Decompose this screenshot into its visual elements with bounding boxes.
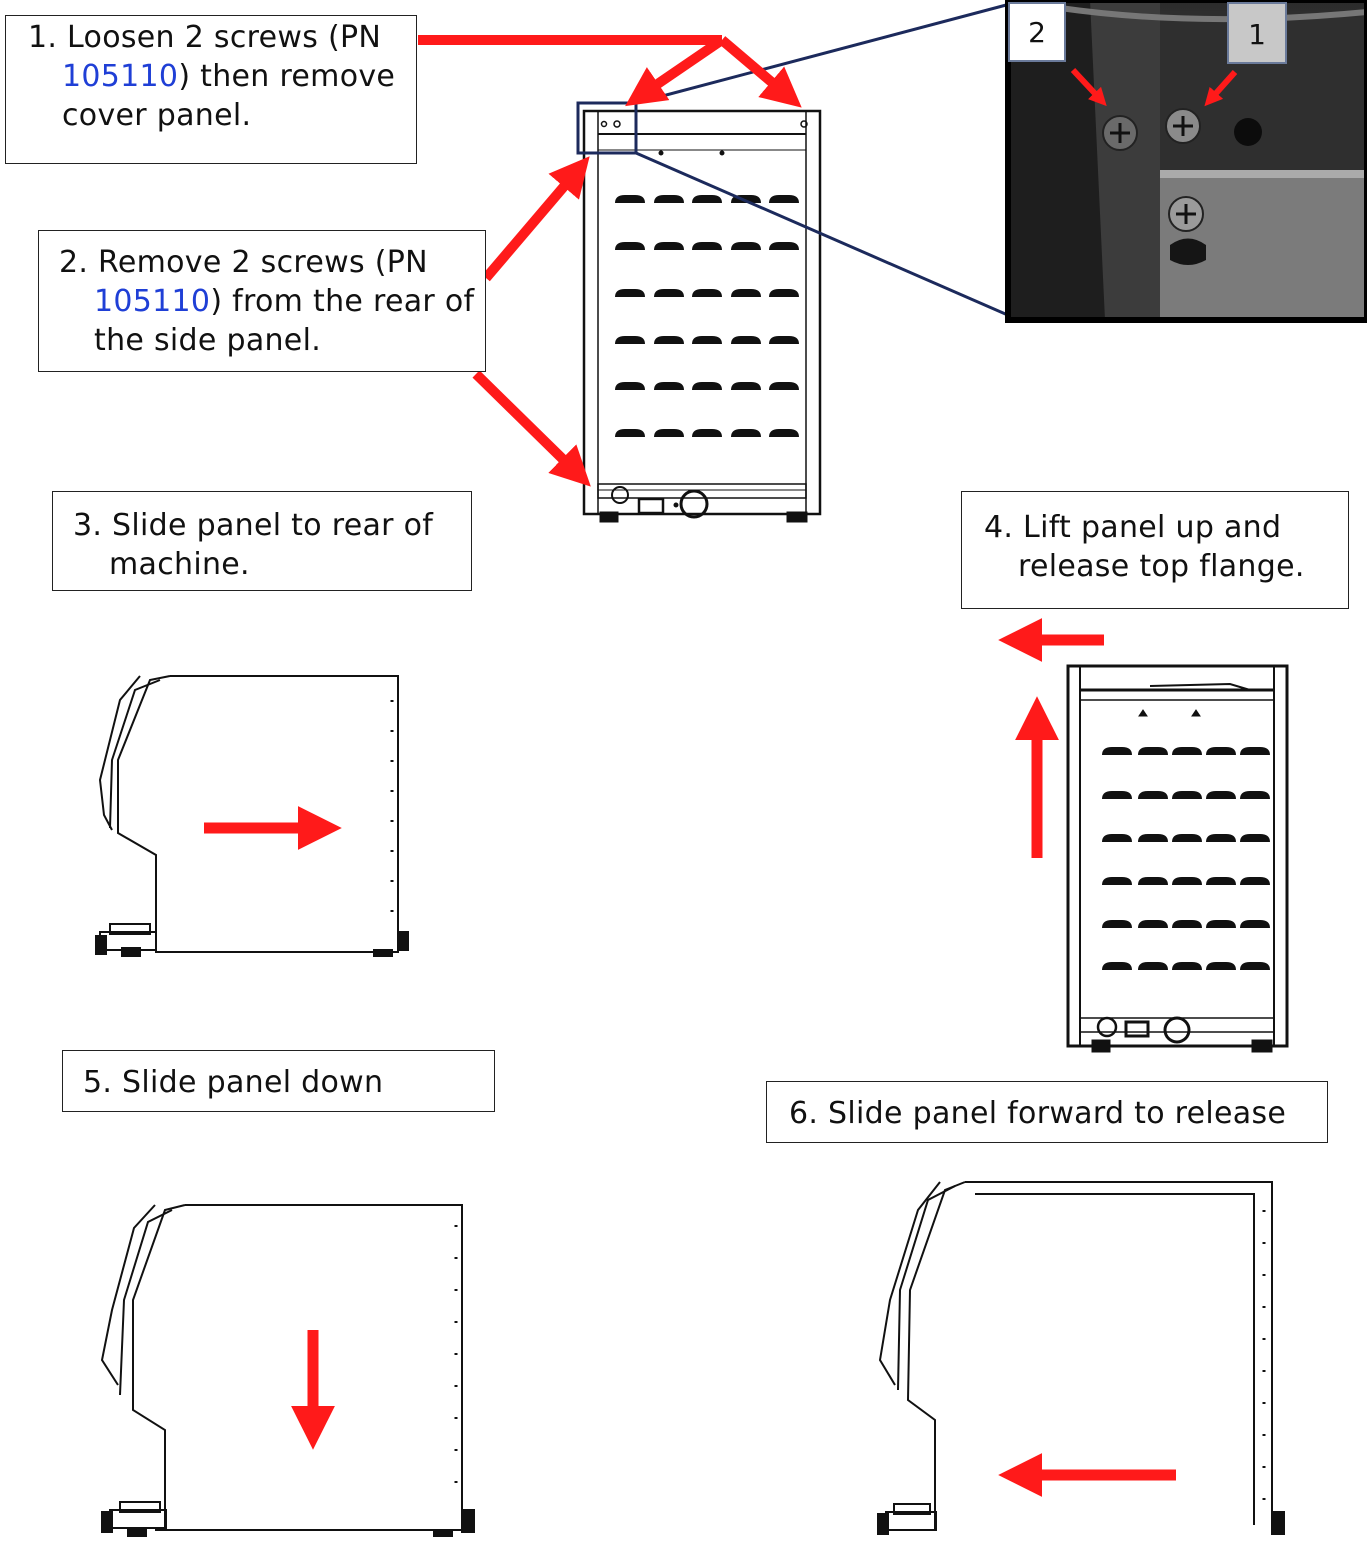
step2-arrows [476,170,578,474]
step-4-line-2: release top flange. [984,547,1348,586]
vent-slots-top [615,195,799,437]
step-2-line-3: the side panel. [59,321,485,360]
side-view-step6 [878,1182,1284,1534]
callout-number-2: 2 [1008,2,1066,62]
step-1-part-number: 105110 [62,59,178,94]
step-2-box: 2. Remove 2 screws (PN 105110) from the … [38,230,486,372]
callout-number-1: 1 [1227,2,1287,64]
step-6-line-1: 6. Slide panel forward to release [789,1094,1327,1133]
step-6-box: 6. Slide panel forward to release [766,1081,1328,1143]
zoom-callout [578,4,1010,316]
step-1-line-3: cover panel. [28,96,416,135]
rear-panel-drawing-step4 [1068,666,1287,1052]
step-3-line-1: 3. Slide panel to rear of [73,506,471,545]
vent-slots-step4 [1102,747,1270,970]
step-1-box: 1. Loosen 2 screws (PN 105110) then remo… [5,15,417,164]
step-3-line-2: machine. [73,545,471,584]
step-2-part-number: 105110 [94,284,210,319]
step-4-box: 4. Lift panel up and release top flange. [961,491,1349,609]
step-4-line-1: 4. Lift panel up and [984,508,1348,547]
step-3-box: 3. Slide panel to rear of machine. [52,491,472,591]
rear-panel-drawing-top [584,111,820,522]
step-1-line-2: 105110) then remove [28,57,416,96]
step-5-box: 5. Slide panel down [62,1050,495,1112]
step1-arrows [418,40,788,96]
step-1-line-1: 1. Loosen 2 screws (PN [28,18,416,57]
side-view-step5 [102,1205,474,1536]
step-5-line-1: 5. Slide panel down [83,1063,494,1102]
step-2-line-2: 105110) from the rear of [59,282,485,321]
step-2-line-1: 2. Remove 2 screws (PN [59,243,485,282]
side-view-step3 [96,676,408,956]
